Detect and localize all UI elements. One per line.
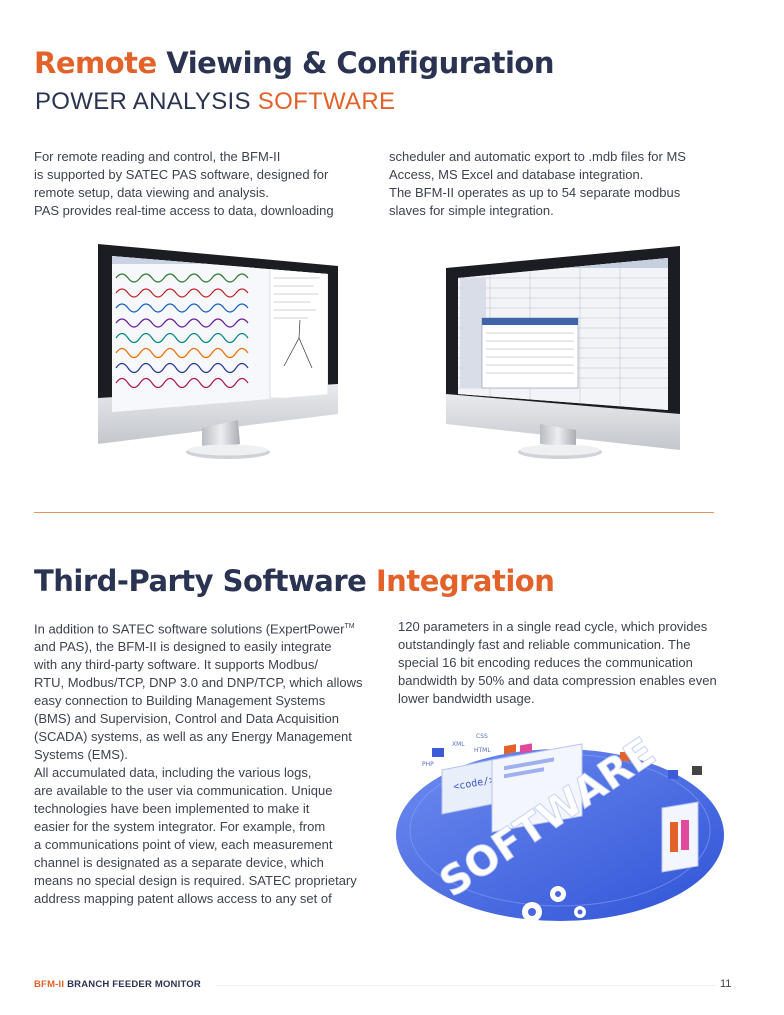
text-line: For remote reading and control, the BFM-… — [34, 149, 281, 164]
tag-label: XML — [452, 741, 465, 748]
trademark-mark: TM — [344, 623, 355, 630]
text-line: means no special design is required. SAT… — [34, 873, 357, 889]
text-line: PAS provides real-time access to data, d… — [34, 203, 334, 218]
section2-title-rest: Third-Party Software — [34, 564, 376, 598]
text-line: RTU, Modbus/TCP, DNP 3.0 and DNP/TCP, wh… — [34, 675, 363, 691]
footer-product: BFM-II BRANCH FEEDER MONITOR — [34, 979, 201, 990]
tag-label: PHP — [422, 761, 434, 768]
text-line: special 16 bit encoding reduces the comm… — [398, 655, 693, 670]
section1-title-accent: Remote — [34, 46, 157, 80]
text-line: easier for the system integrator. For ex… — [34, 819, 326, 835]
right-monitor — [446, 246, 680, 459]
text-line: (BMS) and Supervision, Control and Data … — [34, 711, 339, 727]
section1-column-left: For remote reading and control, the BFM-… — [34, 148, 374, 220]
page-number: 11 — [720, 978, 732, 990]
text-line: a communications point of view, each mea… — [34, 837, 333, 853]
text-line: All accumulated data, including the vari… — [34, 765, 312, 781]
monitors-illustration — [98, 244, 680, 459]
text-line: address mapping patent allows access to … — [34, 891, 332, 907]
text-line: lower bandwidth usage. — [398, 691, 535, 706]
text-line: and PAS), the BFM-II is designed to easi… — [34, 639, 332, 655]
side-panel — [661, 801, 699, 873]
text-line: technologies have been implemented to ma… — [34, 801, 310, 817]
tag-chips: XML CSS HTML PHP — [422, 733, 702, 779]
section1-title-rest: Viewing & Configuration — [156, 46, 554, 80]
section2-column-right: 120 parameters in a single read cycle, w… — [398, 618, 748, 708]
text-line: Systems (EMS). — [34, 747, 128, 763]
tag-label: HTML — [474, 747, 491, 754]
tag-label: CSS — [476, 733, 488, 740]
text-line: (SCADA) systems, as well as any Energy M… — [34, 729, 352, 745]
text-line: with any third-party software. It suppor… — [34, 657, 318, 673]
footer-rule — [216, 985, 716, 986]
text-line: The BFM-II operates as up to 54 separate… — [389, 185, 681, 200]
footer-product-rest: BRANCH FEEDER MONITOR — [64, 979, 201, 990]
browser-panel — [491, 743, 583, 833]
section1-subtitle-plain: POWER ANALYSIS — [35, 88, 258, 115]
text-line: outstandingly fast and reliable communic… — [398, 637, 691, 652]
gear-icon — [522, 886, 586, 922]
footer-product-accent: BFM-II — [34, 979, 65, 990]
text-line-part: In addition to SATEC software solutions … — [34, 621, 345, 637]
text-line: is supported by SATEC PAS software, desi… — [34, 167, 329, 182]
text-line: Access, MS Excel and database integratio… — [389, 167, 644, 182]
section1-column-right: scheduler and automatic export to .mdb f… — [389, 148, 739, 220]
text-line: easy connection to Building Management S… — [34, 693, 326, 709]
text-line: channel is designated as a separate devi… — [34, 855, 324, 871]
section2-title: Third-Party Software Integration — [34, 564, 555, 598]
section2-column-left: In addition to SATEC software solutions … — [34, 618, 384, 908]
data-table-screen — [458, 258, 668, 410]
text-line: are available to the user via communicat… — [34, 783, 333, 799]
text-line: scheduler and automatic export to .mdb f… — [389, 149, 686, 164]
text-line: slaves for simple integration. — [389, 203, 554, 218]
text-line: In addition to SATEC software solutions … — [34, 618, 384, 638]
section1-title: Remote Viewing & Configuration — [34, 46, 555, 80]
section1-subtitle: POWER ANALYSIS SOFTWARE — [35, 88, 395, 116]
left-monitor — [98, 244, 338, 459]
text-line: 120 parameters in a single read cycle, w… — [398, 619, 708, 634]
text-line: bandwidth by 50% and data compression en… — [398, 673, 717, 688]
section-divider — [34, 512, 714, 513]
section1-subtitle-accent: SOFTWARE — [257, 88, 396, 115]
text-line: remote setup, data viewing and analysis. — [34, 185, 269, 200]
software-illustration: <code/> XML CSS HTML PHP SOFTWARE — [396, 730, 724, 922]
section2-title-accent: Integration — [375, 564, 555, 598]
waveform-chart-screen — [112, 256, 328, 412]
